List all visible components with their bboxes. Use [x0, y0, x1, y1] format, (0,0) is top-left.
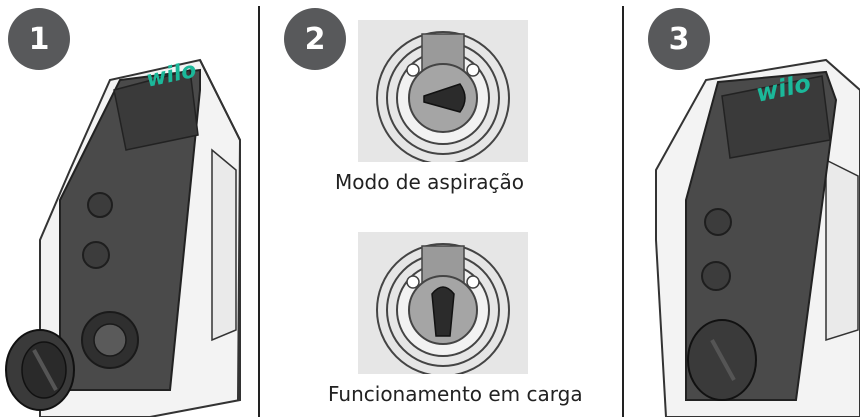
divider	[622, 6, 624, 417]
step-badge-1: 1	[8, 8, 70, 70]
pump-illustration	[655, 58, 860, 417]
valve-knob-horizontal	[423, 83, 466, 113]
wilo-logo: wilo	[754, 72, 814, 106]
valve-load-mode-image	[358, 232, 528, 374]
step-1-panel: wilo 1	[0, 0, 258, 417]
divider	[258, 6, 260, 417]
wilo-logo-text: wilo	[144, 60, 198, 90]
step-2-panel: Modo de aspiração Funcionamento em carga…	[262, 0, 622, 417]
valve-suction-mode-image	[358, 20, 528, 162]
caption-load-mode: Funcionamento em carga	[328, 382, 583, 406]
step-badge-2: 2	[284, 8, 346, 70]
step-3-panel: wilo 3	[626, 0, 860, 417]
valve-knob-vertical	[431, 286, 455, 337]
wilo-logo: wilo	[144, 60, 198, 90]
step-badge-3: 3	[648, 8, 710, 70]
wilo-logo-text: wilo	[754, 72, 814, 106]
caption-suction-mode: Modo de aspiração	[335, 170, 525, 194]
pump-illustration	[5, 58, 242, 417]
